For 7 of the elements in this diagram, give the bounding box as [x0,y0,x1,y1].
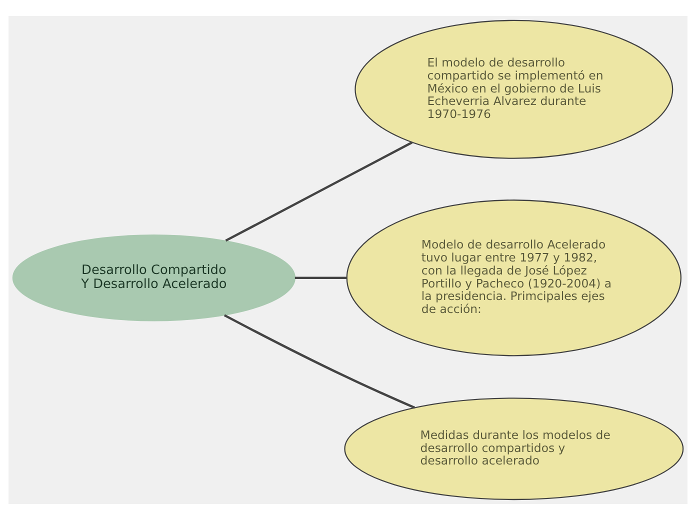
node-ellipse: Desarrollo Compartido Y Desarrollo Acelerado [12,234,296,322]
node-ellipse: Modelo de desarrollo Acelerado tuvo lugar entre 1977 y 1982, con la llegada de José López Portillo y Pacheco (1920-2004) a la presidencia. Primcipales ejes de acción: [346,200,682,356]
connector [225,141,413,242]
connector [224,314,416,409]
node-ellipse: El modelo de desarrollo compartido se implementó en México en el gobierno de Luis Echeverria Alvarez durante 1970-1976 [354,20,674,159]
node-ellipse: Medidas durante los modelos de desarrollo compartidos y desarrollo acelerado [344,398,684,500]
connector [294,276,347,280]
